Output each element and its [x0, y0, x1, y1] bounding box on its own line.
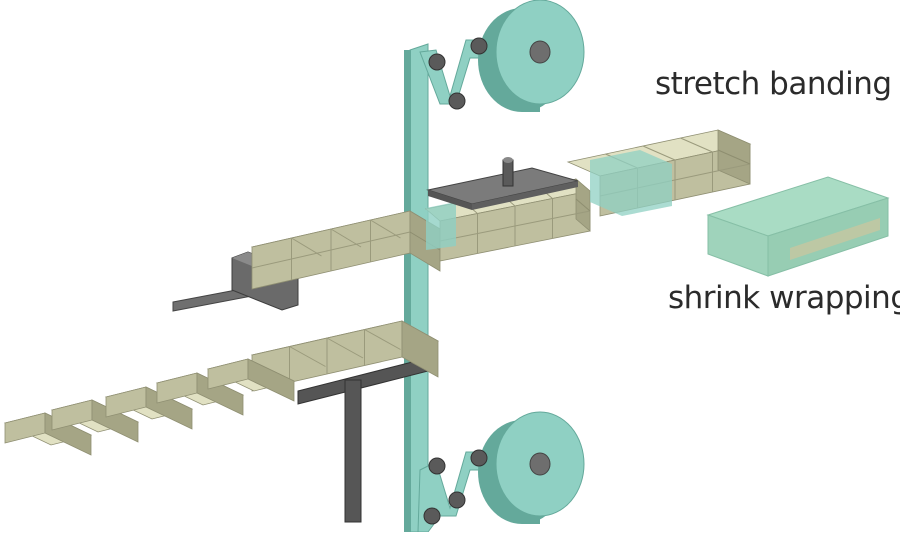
stretch-band [590, 150, 672, 216]
infeed-block [206, 358, 296, 402]
bottom-film-roll [478, 411, 585, 524]
bottom-roller-3 [423, 507, 441, 525]
press-shaft [502, 159, 514, 187]
press-shaft-top [503, 157, 513, 163]
film-band-edge [404, 50, 411, 532]
film-band-vertical [409, 43, 429, 533]
press-plate-front [428, 190, 472, 210]
band-film-wrap [426, 202, 456, 250]
shrink-wrapping-label: shrink wrapping [668, 280, 900, 316]
stretch-banding-label: stretch banding [655, 66, 892, 102]
press-plate-right [472, 181, 578, 210]
top-film-roll [478, 0, 585, 112]
infeed-block [50, 399, 140, 443]
shrink-wrapped-pack [706, 176, 890, 277]
incoming-stack [250, 210, 442, 290]
infeed-block [3, 412, 93, 456]
infeed-block [104, 386, 194, 430]
top-roller-2 [448, 92, 466, 110]
bottom-roller-1 [428, 457, 446, 475]
bottom-roller-4 [470, 449, 488, 467]
top-roller-3 [470, 37, 488, 55]
top-roller-1 [428, 53, 446, 71]
bottom-roller-2 [448, 491, 466, 509]
table-leg [344, 379, 362, 523]
